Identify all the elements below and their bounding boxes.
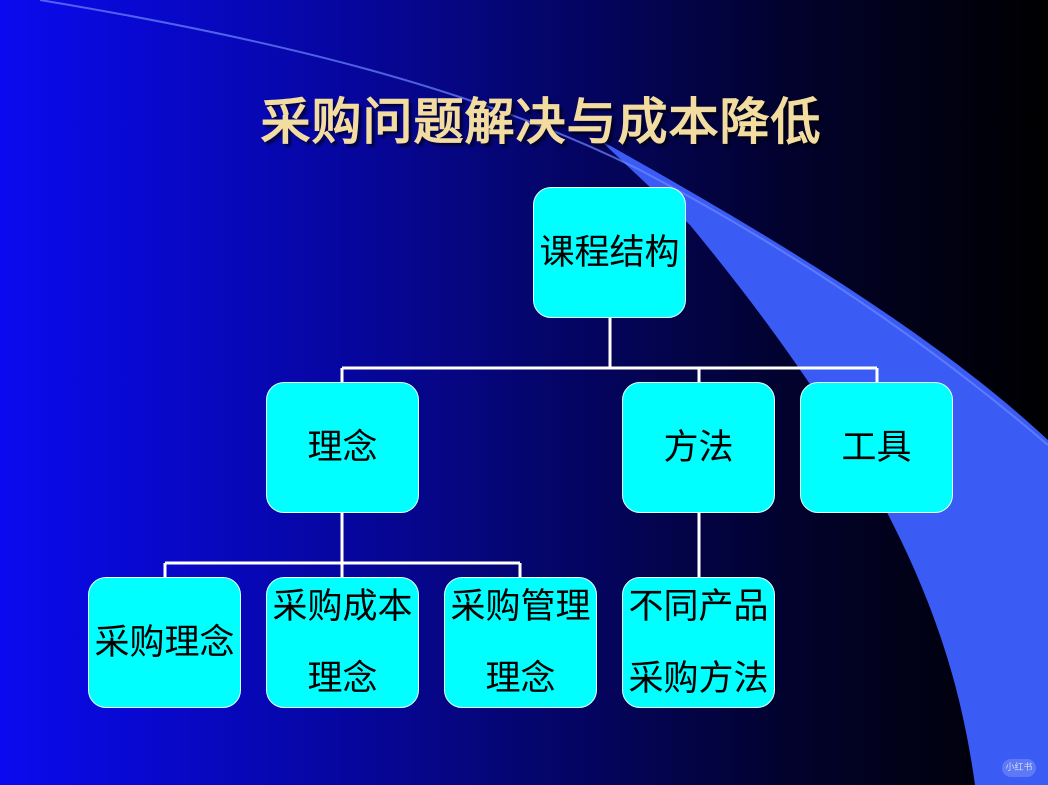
node-method[interactable]: 方法: [622, 382, 775, 513]
node-method-label: 方法: [663, 427, 734, 468]
swoosh-edge: [39, 0, 1048, 446]
node-concept-label: 理念: [307, 427, 378, 468]
node-procurement-concept[interactable]: 采购理念: [88, 577, 241, 708]
node-product-procurement-methods-line1: 不同产品: [628, 586, 769, 627]
slide-title: 采购问题解决与成本降低: [260, 92, 822, 151]
swoosh-fill: [600, 140, 1048, 785]
node-tools[interactable]: 工具: [800, 382, 953, 513]
node-procurement-management-concept[interactable]: 采购管理 理念: [444, 577, 597, 708]
node-product-procurement-methods-line2: 采购方法: [628, 658, 769, 699]
node-procurement-cost-concept-line1: 采购成本: [272, 586, 413, 627]
node-course-structure-label: 课程结构: [539, 232, 680, 273]
node-product-procurement-methods[interactable]: 不同产品 采购方法: [622, 577, 775, 708]
node-tools-label: 工具: [841, 427, 912, 468]
node-concept[interactable]: 理念: [266, 382, 419, 513]
node-course-structure[interactable]: 课程结构: [533, 187, 686, 318]
node-procurement-management-concept-line2: 理念: [485, 658, 556, 699]
node-procurement-concept-label: 采购理念: [94, 622, 235, 663]
node-procurement-cost-concept-line2: 理念: [307, 658, 378, 699]
node-procurement-cost-concept[interactable]: 采购成本 理念: [266, 577, 419, 708]
watermark-badge: 小红书: [1002, 759, 1036, 777]
node-procurement-management-concept-line1: 采购管理: [450, 586, 591, 627]
